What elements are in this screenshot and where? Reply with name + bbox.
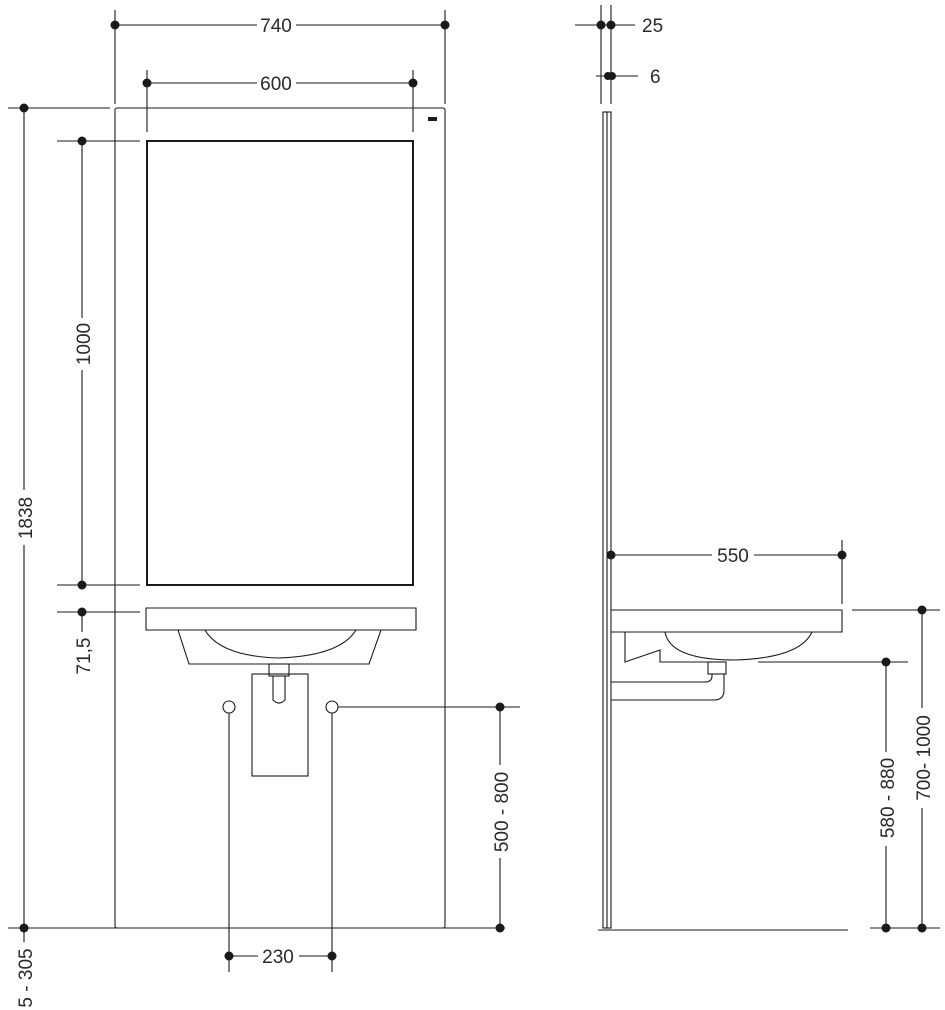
dim-label-740: 740 [260, 16, 292, 37]
dim-label-500-800: 500 - 800 [492, 772, 513, 852]
dimension-tap-height: 500 - 800 [338, 702, 520, 933]
dim-label-6: 6 [650, 67, 661, 88]
wall-cover-plate [251, 673, 309, 777]
drain-pipe [272, 676, 286, 704]
dim-label-5-305: 5 - 305 [16, 948, 37, 1007]
dimension-basin-underside: 580 - 880 [758, 657, 908, 933]
dim-label-230: 230 [262, 947, 294, 968]
tap-hole-left [222, 700, 236, 714]
side-trap-pipe [611, 674, 725, 701]
side-basin-bowl [624, 632, 720, 663]
dimension-basin-rim: 700- 1000 [852, 605, 940, 933]
panel-indicator [428, 117, 437, 121]
dim-label-25: 25 [642, 16, 663, 37]
dim-label-600: 600 [260, 74, 292, 95]
dimension-tap-spacing: 230 [224, 713, 337, 972]
dimension-panel-width: 740 [110, 10, 450, 104]
front-panel [114, 107, 446, 929]
dimension-floor-offset: 5 - 305 [16, 928, 37, 1008]
tap-hole-right [325, 700, 339, 714]
dimension-panel-depth: 25 [575, 5, 663, 104]
dimension-panel-height: 1838 [8, 103, 110, 933]
dimension-basin-projection: 550 [606, 540, 847, 604]
dim-label-550: 550 [717, 546, 749, 567]
side-basin-slab [611, 609, 843, 633]
dimension-mirror-thickness: 6 [596, 67, 661, 88]
front-view: 740 600 1838 1000 [8, 10, 520, 1008]
side-trap-fitting [707, 661, 727, 675]
dim-label-71-5: 71,5 [74, 638, 95, 675]
dim-label-1000: 1000 [74, 323, 95, 365]
dimension-basin-offset: 71,5 [57, 607, 140, 675]
side-basin-inner [664, 631, 813, 661]
dimension-mirror-width: 600 [142, 70, 418, 132]
side-view: 25 6 550 580 - 880 [575, 5, 940, 933]
dim-label-1838: 1838 [16, 497, 37, 539]
mirror [146, 140, 414, 586]
basin-bowl-inner [204, 629, 357, 659]
basin-slab [145, 607, 417, 631]
dim-label-700-1000: 700- 1000 [914, 715, 935, 801]
drain-fitting [268, 663, 290, 677]
dim-label-580-880: 580 - 880 [878, 758, 899, 838]
dimension-mirror-height: 1000 [57, 136, 140, 590]
